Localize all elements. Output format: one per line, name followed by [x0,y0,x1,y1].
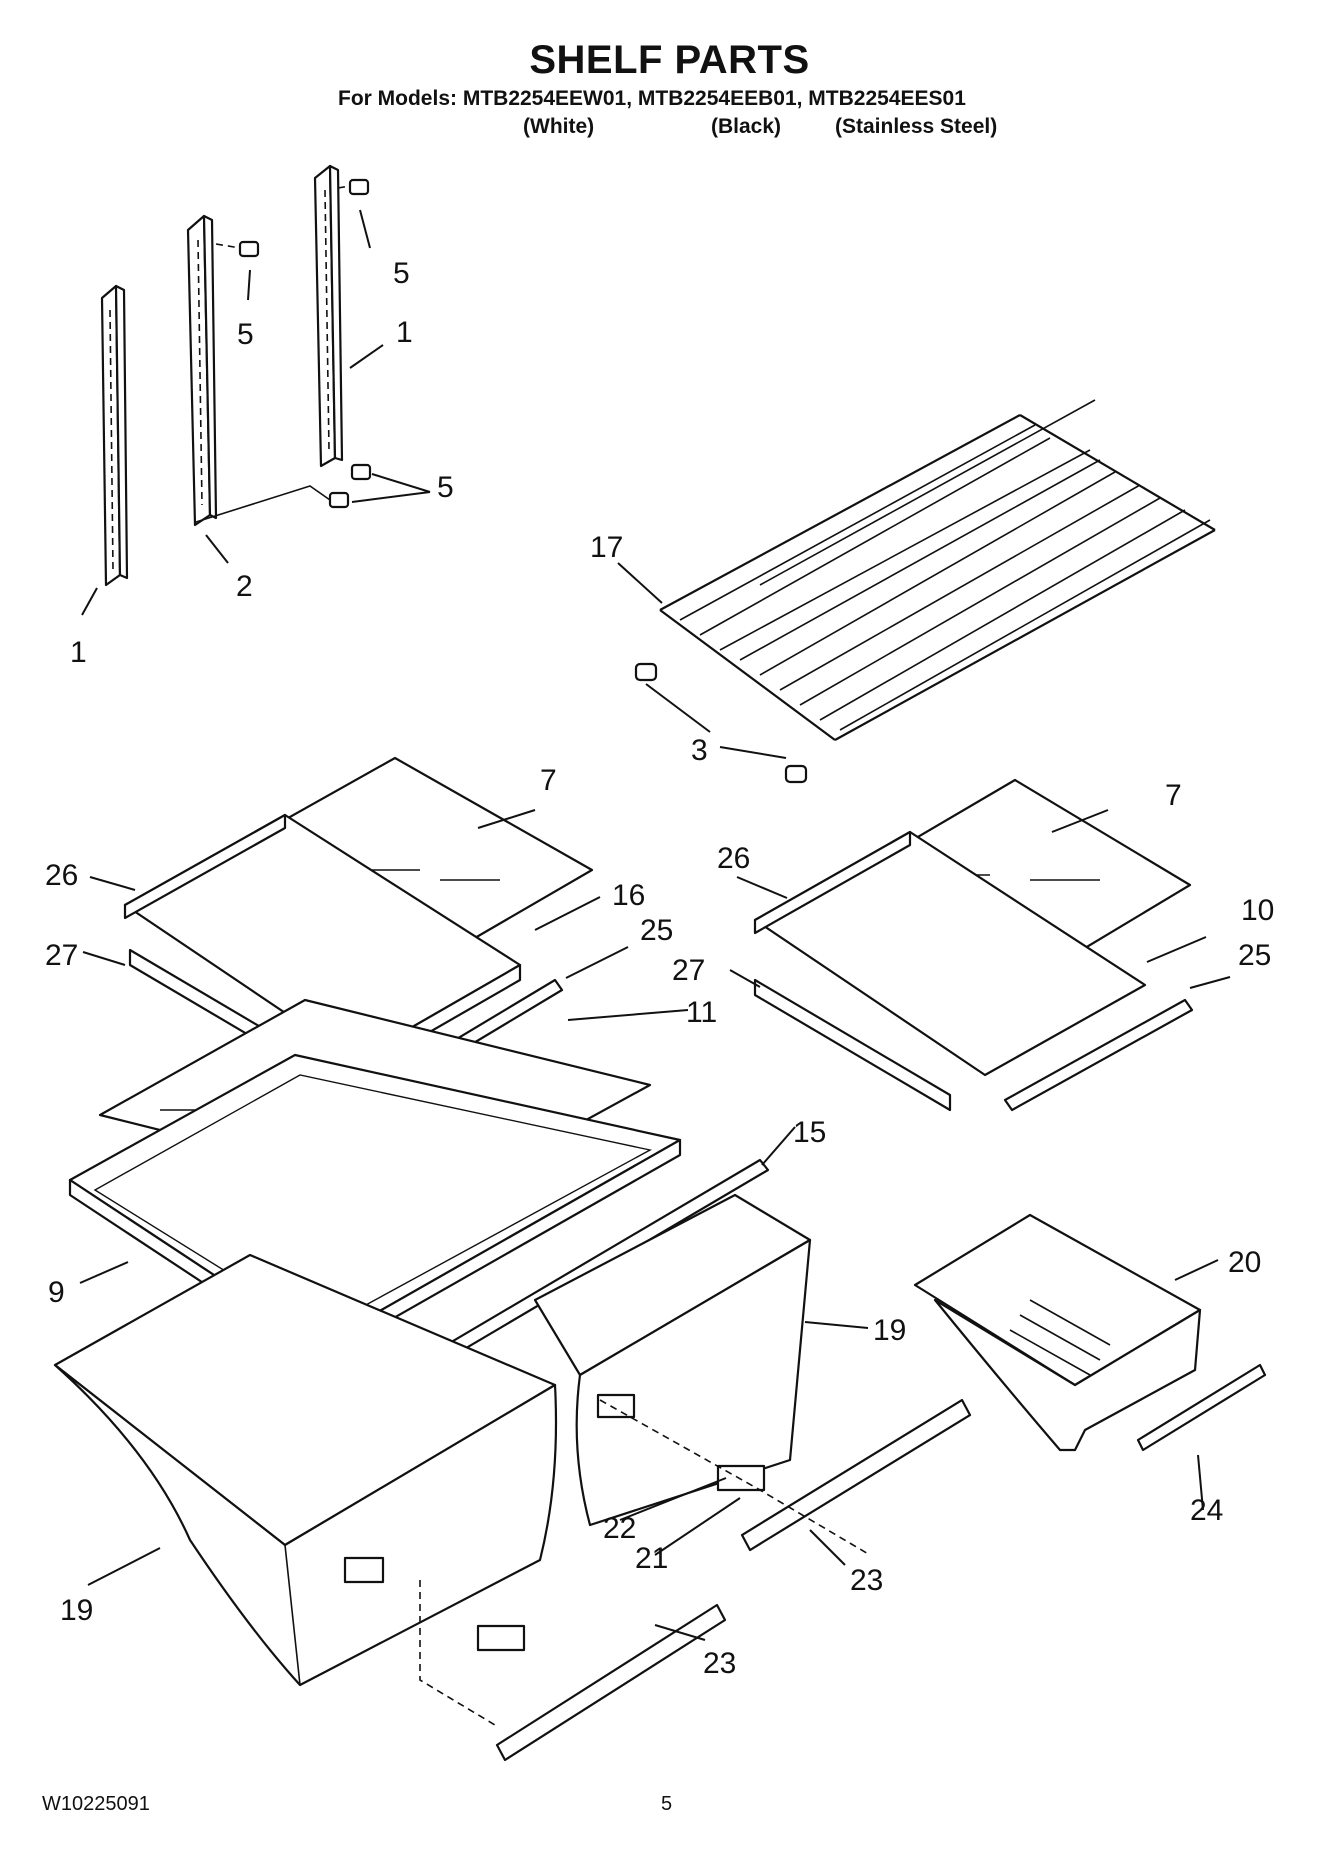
callout-1-right: 1 [396,316,413,349]
crisper-drawer-right [533,1193,812,1527]
callout-21: 21 [635,1542,668,1575]
callout-17: 17 [590,531,623,564]
callout-22: 22 [603,1512,636,1545]
callout-11: 11 [686,996,717,1029]
callout-20: 20 [1228,1246,1261,1279]
screw-lower-2 [195,485,350,523]
drawer-slide-bracket-22-left [476,1624,526,1652]
page-number: 5 [661,1793,673,1815]
callout-19-left: 19 [60,1594,93,1627]
callout-16: 16 [612,879,645,912]
drawer-slide-bracket-22-right [716,1464,766,1492]
leader-lines [79,209,1231,1641]
shelf-rail-right [313,164,344,468]
variant-stainless: (Stainless Steel) [835,115,998,138]
callout-7-right: 7 [1165,779,1182,812]
screw-lower-1 [350,463,372,481]
callout-24: 24 [1190,1494,1223,1527]
deli-drawer [913,1213,1202,1452]
shelf-pin-2 [784,764,808,784]
callout-9: 9 [48,1276,65,1309]
drawer-dash-left [419,1580,496,1726]
callout-1-left: 1 [70,636,87,669]
wire-shelf [659,399,1216,741]
shelf-rail-left [100,284,129,587]
callout-25-right: 25 [1238,939,1271,972]
callout-27-left: 27 [45,939,78,972]
crisper-drawer-left [53,1253,558,1687]
document-number: W10225091 [42,1793,150,1815]
trim-strip-25-right [1003,998,1194,1112]
callout-3: 3 [691,734,708,767]
drawer-dash-right [599,1399,871,1556]
callout-19-right: 19 [873,1314,906,1347]
callout-26-left: 26 [45,859,78,892]
callout-15: 15 [793,1116,826,1149]
callout-5-top: 5 [393,257,410,290]
models-line: For Models: MTB2254EEW01, MTB2254EEB01, … [338,87,966,110]
callout-27-right: 27 [672,954,705,987]
callout-25-left: 25 [640,914,673,947]
screw-top-right [337,178,370,196]
screw-top-center [215,240,260,258]
callout-5-center: 5 [237,318,254,351]
drawer-rail-24 [1136,1363,1267,1452]
callout-2: 2 [236,570,253,603]
callout-26-right: 26 [717,842,750,875]
callout-10: 10 [1241,894,1274,927]
callout-5-lower: 5 [437,471,454,504]
slide-rail-23-left [495,1603,727,1762]
callout-23-right: 23 [850,1564,883,1597]
callout-7-left: 7 [540,764,557,797]
page-title: SHELF PARTS [529,38,810,82]
variant-black: (Black) [711,115,782,138]
shelf-rail-center [186,214,218,527]
callout-23-left: 23 [703,1647,736,1680]
shelf-frame-right [753,830,1147,1112]
shelf-pin-1 [634,662,658,682]
variant-white: (White) [523,115,595,138]
